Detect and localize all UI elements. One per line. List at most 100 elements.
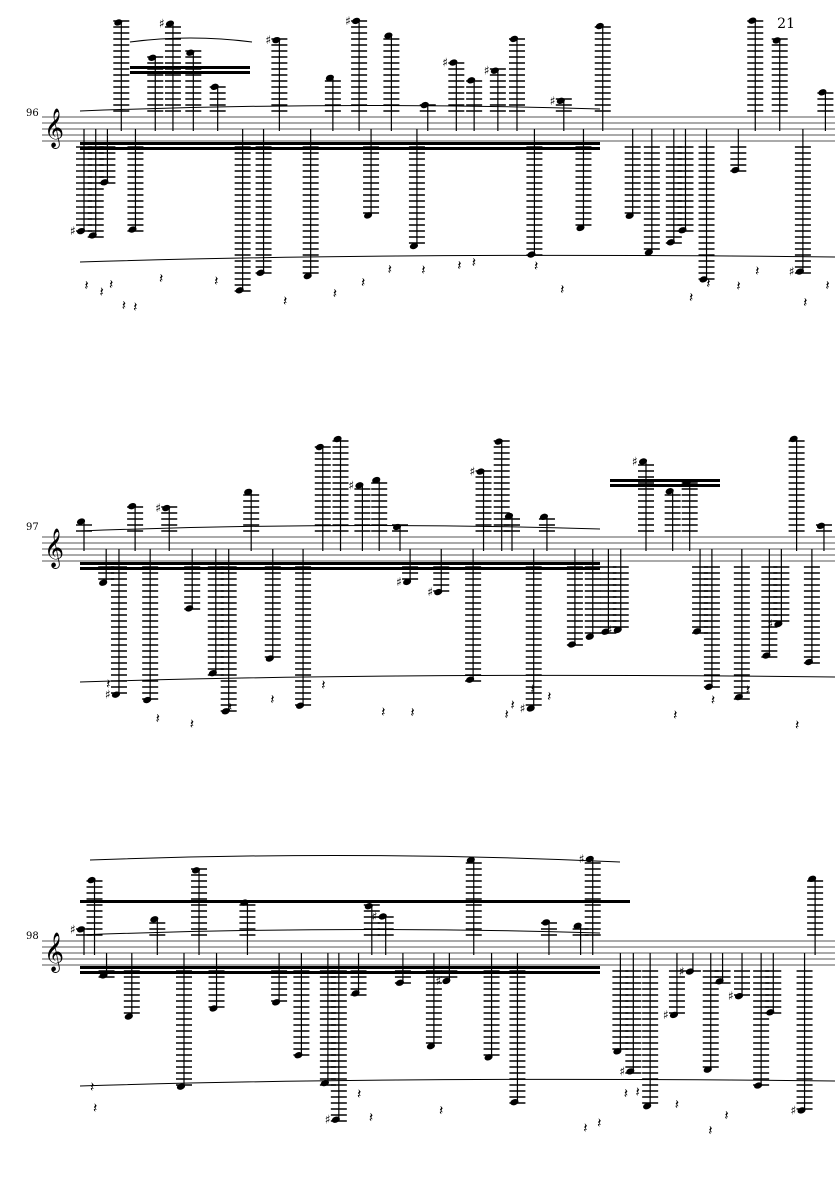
beam [80, 900, 630, 903]
note-head [541, 919, 551, 926]
note-head [808, 875, 817, 882]
note-head [466, 856, 475, 864]
sharp-icon: ♯ [70, 224, 76, 238]
quarter-rest-icon: 𝄽 [560, 282, 564, 298]
note-head [99, 579, 108, 586]
quarter-rest-icon: 𝄽 [736, 279, 740, 295]
note-head [208, 670, 217, 677]
quarter-rest-icon: 𝄽 [381, 705, 385, 721]
sharp-icon: ♯ [435, 974, 441, 988]
tie [79, 1078, 835, 1087]
quarter-rest-icon: 𝄽 [228, 700, 232, 716]
note-head [162, 504, 171, 512]
sharp-icon: ♯ [579, 852, 585, 866]
sharp-icon: ♯ [632, 454, 638, 468]
quarter-rest-icon: 𝄽 [531, 681, 535, 697]
note-head [331, 1116, 340, 1123]
quarter-rest-icon: 𝄽 [795, 718, 799, 734]
sharp-icon: ♯ [789, 265, 795, 279]
note-head [774, 620, 783, 628]
beam [80, 567, 600, 570]
note-head [484, 1054, 493, 1061]
note-head [704, 683, 713, 690]
quarter-rest-icon: 𝄽 [803, 295, 807, 311]
quarter-rest-icon: 𝄽 [825, 278, 829, 294]
measure-number: 97 [26, 522, 39, 533]
quarter-rest-icon: 𝄽 [321, 677, 325, 693]
sharp-icon: ♯ [442, 56, 448, 70]
note-head [490, 67, 499, 74]
sharp-icon: ♯ [728, 989, 734, 1003]
quarter-rest-icon: 𝄽 [534, 258, 538, 274]
quarter-rest-icon: 𝄽 [270, 692, 274, 708]
sharp-icon: ♯ [325, 1113, 331, 1127]
sharp-icon: ♯ [679, 965, 685, 979]
sharp-icon: ♯ [607, 623, 613, 637]
note-head [221, 708, 230, 715]
note-head [772, 37, 781, 44]
quarter-rest-icon: 𝄽 [711, 692, 715, 708]
note-head [403, 578, 412, 586]
sharp-icon: ♯ [155, 501, 161, 515]
note-head [818, 89, 827, 96]
note-head [111, 691, 121, 698]
measure-number: 98 [26, 931, 39, 942]
note-head [191, 867, 201, 874]
note-head [420, 101, 429, 109]
slur [89, 854, 621, 863]
note-head [434, 588, 443, 596]
quarter-rest-icon: 𝄽 [583, 1120, 587, 1136]
note-head [527, 251, 536, 258]
quarter-rest-icon: 𝄽 [357, 1086, 361, 1102]
note-head [494, 438, 503, 445]
quarter-rest-icon: 𝄽 [511, 697, 515, 713]
sharp-icon: ♯ [265, 33, 271, 47]
note-head [100, 179, 109, 186]
note-head [76, 926, 86, 933]
note-head [556, 97, 565, 105]
note-head [176, 1083, 186, 1090]
note-head [355, 482, 364, 489]
treble-clef-icon: 𝄞 [44, 528, 64, 569]
beam [610, 484, 720, 487]
note-head [613, 626, 622, 634]
quarter-rest-icon: 𝄽 [689, 290, 693, 306]
note-head [585, 633, 594, 640]
note-head [384, 32, 393, 39]
note-head [272, 999, 281, 1006]
sharp-icon: ♯ [767, 617, 773, 631]
quarter-rest-icon: 𝄽 [214, 274, 218, 290]
note-head [124, 1013, 133, 1020]
note-head [539, 513, 549, 521]
note-head [789, 435, 798, 443]
note-head [625, 212, 634, 219]
note-head [731, 166, 740, 174]
note-head [715, 978, 724, 985]
sharp-icon: ♯ [470, 465, 476, 479]
sharp-icon: ♯ [70, 922, 76, 936]
note-head [754, 1082, 763, 1089]
note-head [186, 49, 195, 56]
note-head [295, 702, 305, 709]
note-head [87, 876, 96, 884]
quarter-rest-icon: 𝄽 [133, 299, 137, 315]
note-head [150, 916, 159, 923]
note-head [510, 1098, 519, 1106]
sharp-icon: ♯ [396, 575, 402, 589]
sharp-icon: ♯ [372, 909, 378, 923]
note-head [235, 287, 244, 294]
quarter-rest-icon: 𝄽 [724, 1108, 728, 1124]
note-head [88, 232, 97, 239]
sharp-icon: ♯ [619, 1064, 625, 1078]
note-head [114, 19, 123, 26]
quarter-rest-icon: 𝄽 [122, 298, 126, 314]
quarter-rest-icon: 𝄽 [624, 1086, 628, 1102]
beam [130, 71, 250, 74]
sharp-icon: ♯ [427, 585, 433, 599]
quarter-rest-icon: 𝄽 [708, 1123, 712, 1139]
note-head [363, 212, 373, 219]
quarter-rest-icon: 𝄽 [361, 275, 365, 291]
treble-clef-icon: 𝄞 [44, 932, 64, 973]
note-head [595, 22, 604, 30]
